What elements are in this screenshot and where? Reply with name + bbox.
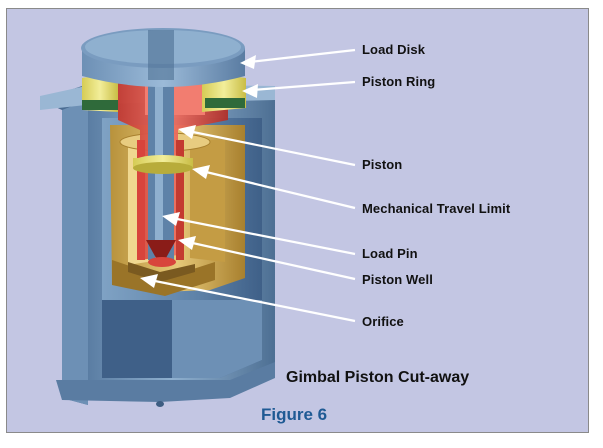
arrow-load-pin — [171, 216, 356, 256]
leader-arrows — [140, 48, 356, 323]
arrow-travel-limit — [201, 169, 356, 210]
label-piston-ring: Piston Ring — [362, 74, 436, 89]
arrow-piston-ring — [251, 80, 356, 92]
label-piston-well: Piston Well — [362, 272, 433, 287]
label-piston: Piston — [362, 157, 403, 172]
arrow-load-disk — [249, 48, 356, 64]
arrow-piston-well — [187, 240, 356, 281]
label-load-pin: Load Pin — [362, 246, 418, 261]
figure-number: Figure 6 — [261, 405, 328, 424]
label-load-disk: Load Disk — [362, 42, 426, 57]
travel-limit-collar — [133, 155, 193, 174]
arrow-orifice — [149, 278, 356, 323]
arrow-piston — [187, 129, 356, 167]
label-orifice: Orifice — [362, 314, 404, 329]
load-disk — [81, 28, 245, 87]
diagram-caption: Gimbal Piston Cut-away — [286, 369, 470, 386]
label-mechanical-travel-limit: Mechanical Travel Limit — [362, 201, 511, 216]
